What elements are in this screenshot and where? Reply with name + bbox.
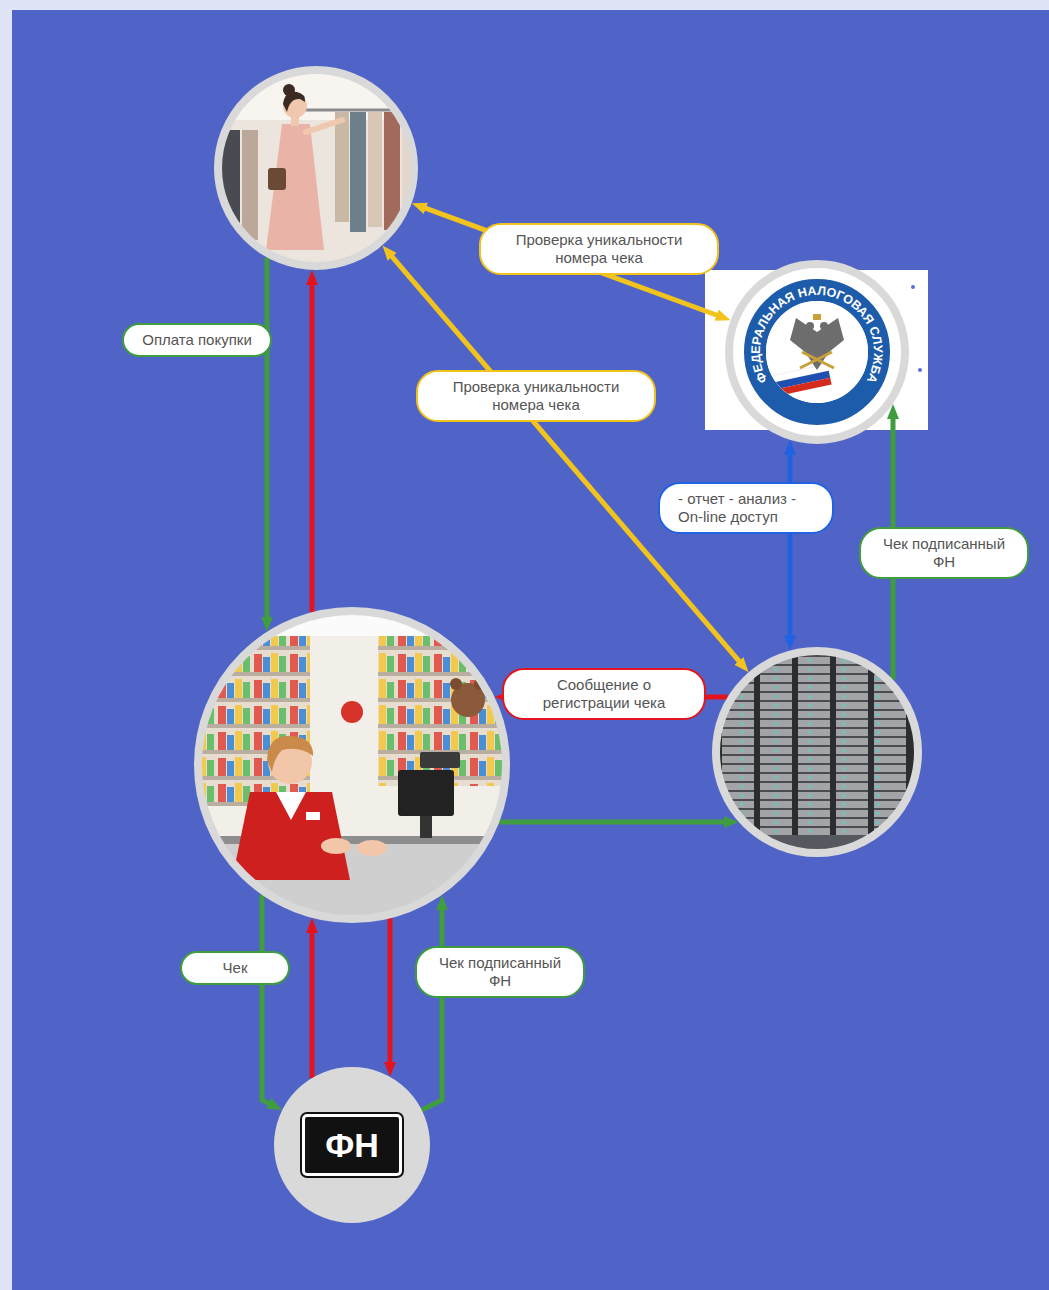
- logo-dot: [911, 285, 915, 289]
- edge-label-text: Проверка уникальности номера чека: [436, 378, 636, 414]
- circle-outline: ФЕДЕРАЛЬНАЯ НАЛОГОВАЯ СЛУЖБА: [725, 260, 909, 444]
- edge-label-text: Чек подписанный ФН: [435, 954, 565, 990]
- circle-outline: [712, 647, 922, 857]
- edge-label-text: Чек подписанный ФН: [879, 535, 1009, 571]
- name-badge: [306, 812, 320, 820]
- flow-arrow: [788, 448, 793, 643]
- hanging-clothes: [335, 112, 349, 222]
- flow-arrow: [310, 278, 315, 612]
- edge-label: Сообщение о регистрации чека: [502, 668, 706, 720]
- edge-label-text: Проверка уникальности номера чека: [499, 231, 699, 267]
- circle-ring: [198, 611, 506, 919]
- teddy-ear: [450, 678, 462, 690]
- cashier-hand: [321, 838, 351, 854]
- logo-text: ФЕДЕРАЛЬНАЯ НАЛОГОВАЯ СЛУЖБА: [749, 284, 885, 386]
- key: [802, 352, 834, 368]
- eagle-head: [806, 322, 814, 330]
- edge-label: Оплата покупки: [122, 323, 272, 357]
- clothes-rail: [300, 109, 420, 112]
- hanging-clothes: [368, 112, 382, 227]
- photo-circle: [712, 647, 922, 857]
- flow-arrow: [499, 820, 730, 825]
- left-clothes: [242, 130, 258, 240]
- flow-arrow: [422, 903, 442, 1110]
- flag-red: [771, 378, 831, 397]
- logo-emblem: [769, 364, 832, 397]
- flow-arrow: [388, 251, 744, 666]
- flow-arrow: [419, 206, 723, 318]
- server-rack: [836, 656, 868, 852]
- logo-inner: [766, 301, 868, 403]
- cashier-hand: [357, 840, 387, 856]
- hanging-clothes: [384, 112, 400, 230]
- shop-wall: [210, 60, 430, 280]
- woman-arm: [306, 120, 342, 132]
- edge-label: Чек подписанный ФН: [859, 527, 1029, 579]
- circle-ring: [729, 264, 905, 440]
- flow-arrow: [310, 926, 315, 1078]
- server-rack: [760, 656, 792, 852]
- server-rack: [798, 650, 830, 852]
- eagle-crown: [813, 314, 821, 320]
- monitor: [398, 770, 454, 816]
- circle-outline: [194, 607, 510, 923]
- edge-label: Чек: [180, 951, 290, 985]
- blue-ground: [12, 10, 1049, 1290]
- circle-outline: [214, 66, 418, 270]
- photo-circle: [214, 66, 418, 270]
- circle-ring: [218, 70, 414, 266]
- eagle-wings: [790, 318, 844, 370]
- edge-label-text: Оплата покупки: [142, 331, 252, 349]
- logo-text: ФЕДЕРАЛЬНАЯ НАЛОГОВАЯ СЛУЖБА: [749, 284, 885, 386]
- cashier-vest: [232, 792, 350, 880]
- edge-label: Проверка уникальности номера чека: [479, 223, 719, 275]
- ceiling: [190, 600, 520, 636]
- store-sign: [341, 701, 363, 723]
- edge-label: - отчет - анализ - On-line доступ: [658, 482, 834, 534]
- circle-ring: [716, 651, 918, 853]
- edge-label: Проверка уникальности номера чека: [416, 370, 656, 422]
- handbag: [268, 168, 286, 190]
- edge-label-text: - отчет - анализ - On-line доступ: [678, 490, 814, 526]
- edge-label-text: Сообщение о регистрации чека: [522, 676, 686, 712]
- flow-arrow: [262, 895, 275, 1107]
- cashier-photo: [190, 600, 520, 932]
- hanging-clothes: [350, 112, 366, 232]
- cashier-hair: [267, 736, 313, 772]
- edge-label-text: Чек: [200, 959, 270, 977]
- device-disc: [278, 1071, 426, 1219]
- cashier-collar: [276, 792, 306, 820]
- circle-ring: [278, 1071, 426, 1219]
- photo-circle: [194, 607, 510, 923]
- logo-circle: ФЕДЕРАЛЬНАЯ НАЛОГОВАЯ СЛУЖБА: [725, 260, 909, 444]
- counter-top: [190, 836, 520, 844]
- logo-dot: [918, 368, 922, 372]
- hair-bun: [283, 84, 295, 96]
- customer-display: [420, 752, 460, 768]
- device-label: ФН: [302, 1114, 402, 1176]
- woman-dress: [266, 124, 324, 250]
- flow-arrow: [265, 257, 270, 623]
- eagle-head: [820, 322, 828, 330]
- device-circle: ФН: [274, 1067, 430, 1223]
- customer-photo: [210, 60, 430, 280]
- flow-arrow: [388, 918, 393, 1069]
- edge-label: Чек подписанный ФН: [415, 946, 585, 998]
